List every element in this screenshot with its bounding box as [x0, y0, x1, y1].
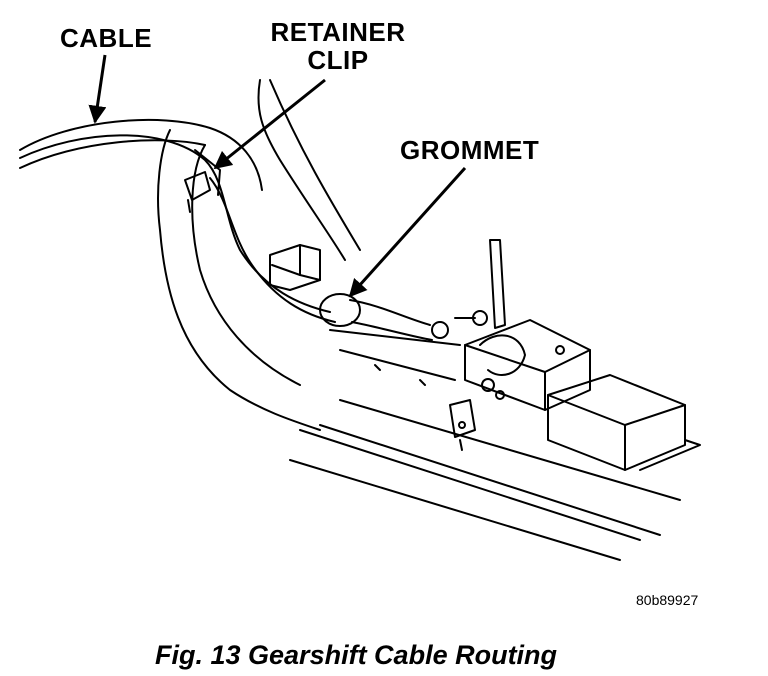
- figure-code: 80b89927: [636, 592, 699, 608]
- retainer-clip-leader-arrow: [213, 78, 326, 170]
- figure-caption: Fig. 13 Gearshift Cable Routing: [155, 640, 558, 670]
- lower-cable-clip: [449, 399, 476, 451]
- grommet-label: GROMMET: [400, 135, 540, 165]
- shifter-lever: [454, 239, 506, 329]
- retainer-clip-label: RETAINER CLIP: [268, 18, 408, 74]
- mounting-bracket: [269, 244, 321, 291]
- grommet-leader-arrow: [348, 166, 467, 298]
- console-channel: [329, 329, 461, 386]
- console-body: [19, 79, 681, 561]
- retainer-clip: [184, 149, 221, 213]
- control-module-box: [547, 374, 701, 471]
- shifter-assembly: [464, 319, 591, 411]
- cable-label: CABLE: [60, 23, 153, 53]
- cable-leader-arrow: [88, 54, 107, 124]
- retainer-clip-label-line2: CLIP: [307, 45, 369, 75]
- grommet: [319, 293, 449, 341]
- retainer-clip-label-line1: RETAINER: [270, 17, 406, 47]
- shift-cable: [19, 134, 336, 323]
